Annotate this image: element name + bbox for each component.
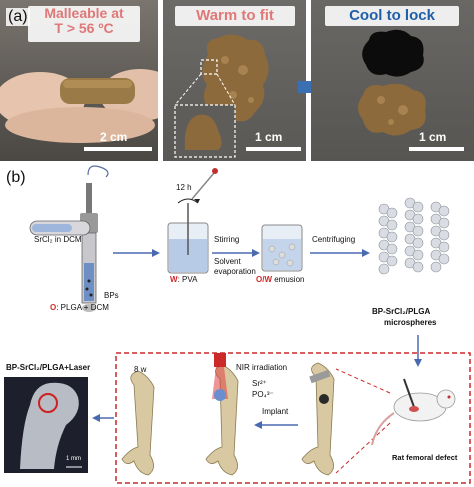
malleable-tag-line2: T > 56 ºC xyxy=(54,19,114,36)
scale-label-1: 2 cm xyxy=(100,130,128,144)
rat-illustration xyxy=(371,378,456,446)
panel-b: (b) xyxy=(0,163,474,487)
time-label: 12 h xyxy=(176,183,192,192)
emulsion-label: O/W emusion xyxy=(256,275,304,284)
malleable-tag: Malleable at T > 56 ºC xyxy=(28,6,140,42)
micro-ct-image xyxy=(4,377,88,473)
femur-healed xyxy=(121,370,155,476)
cool-tag: Cool to lock xyxy=(325,6,459,26)
water-phase-text: : PVA xyxy=(177,275,198,284)
water-phase-label: W: PVA xyxy=(170,275,197,284)
panel-b-label: (b) xyxy=(6,169,26,186)
femur-with-defect xyxy=(301,362,335,476)
centrifuging-label: Centrifuging xyxy=(312,235,356,244)
panel-a: Malleable at T > 56 ºC 2 cm (a) Warm to … xyxy=(0,0,474,163)
schematic-graphics xyxy=(4,165,471,484)
oil-phase-prefix: O xyxy=(50,303,57,312)
hand-holding-implant-illustration xyxy=(0,69,158,143)
photo-warm-to-fit: Warm to fit 1 cm xyxy=(163,0,306,161)
photo-cool-to-lock: Cool to lock 1 cm xyxy=(311,0,474,161)
malleable-tag-line1: Malleable at xyxy=(44,5,124,21)
photo-malleable: Malleable at T > 56 ºC 2 cm xyxy=(0,0,158,161)
scale-bar-1 xyxy=(84,147,152,151)
oil-phase-text: : PLGA + DCM xyxy=(56,303,109,312)
oil-phase-label: O: PLGA + DCM xyxy=(50,303,109,312)
defect-label: Rat femoral defect xyxy=(392,453,458,462)
warm-tag: Warm to fit xyxy=(175,6,295,26)
ct-scale-label: 1 mm xyxy=(66,456,81,462)
scale-bar-2 xyxy=(246,147,301,151)
scale-label-3: 1 cm xyxy=(419,130,447,144)
microspheres-label-line2: microspheres xyxy=(384,318,437,327)
locked-implant-illustration xyxy=(358,29,426,136)
solvent-label-line1: Solvent xyxy=(214,257,241,266)
implant-fitting-illustration xyxy=(174,34,269,158)
implant-label: Implant xyxy=(262,407,289,416)
emulsion-prefix: O/W xyxy=(256,275,272,284)
femur-nir-irradiated xyxy=(205,353,239,476)
srcl2-label: SrCl₂ in DCM xyxy=(34,235,82,244)
syringe-apparatus xyxy=(29,165,109,312)
microsphere-stacks xyxy=(378,197,450,275)
panel-a-label: (a) xyxy=(6,8,30,26)
sr-ion-label: Sr²⁺ xyxy=(252,379,267,388)
phosphate-ion-label: PO₄³⁻ xyxy=(252,390,274,399)
microspheres-label-line1: BP-SrCl₂/PLGA xyxy=(372,307,431,316)
result-title: BP-SrCl₂/PLGA+Laser xyxy=(6,363,91,372)
weeks-label: 8 w xyxy=(134,365,147,374)
beaker-stirring xyxy=(167,168,218,274)
solvent-label-line2: evaporation xyxy=(214,267,256,276)
stirring-label: Stirring xyxy=(214,235,240,244)
water-phase-prefix: W xyxy=(170,275,178,284)
emulsion-text: emusion xyxy=(272,275,305,284)
beaker-emulsion xyxy=(261,224,303,272)
scale-label-2: 1 cm xyxy=(255,130,283,144)
nir-label: NIR irradiation xyxy=(236,363,288,372)
bps-label: BPs xyxy=(104,291,119,300)
scale-bar-3 xyxy=(409,147,464,151)
